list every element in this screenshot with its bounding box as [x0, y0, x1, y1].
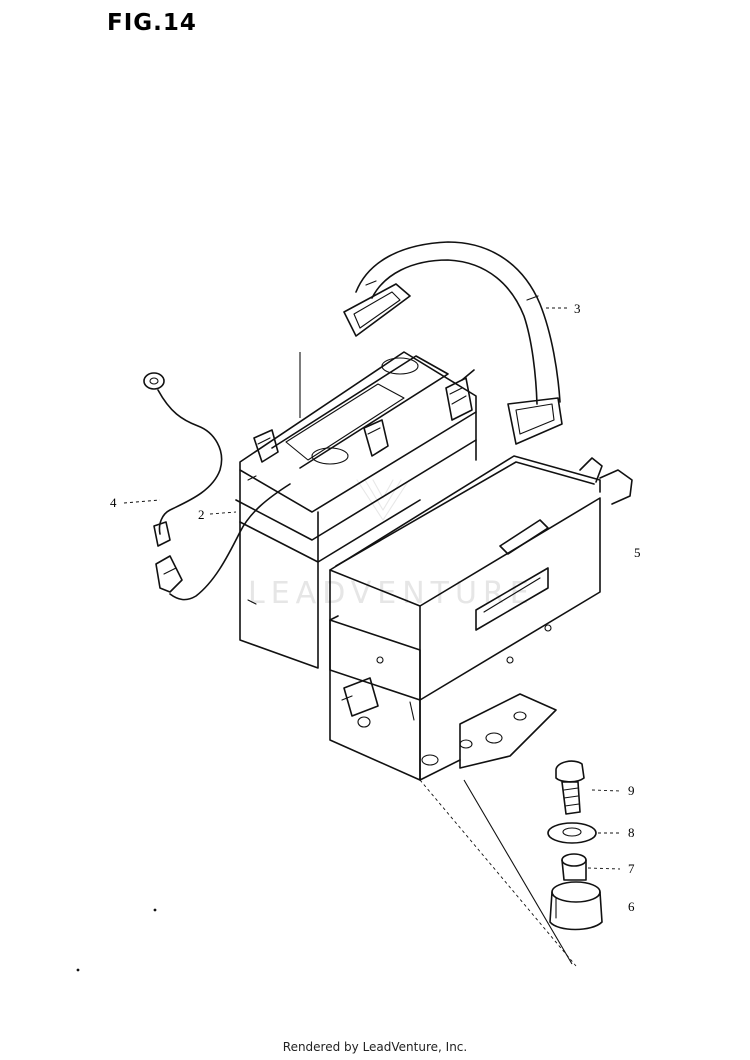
lead-wire [143, 372, 223, 547]
washer [547, 822, 597, 844]
callout-8: 8 [628, 825, 635, 840]
footer-credit: Rendered by LeadVenture, Inc. [282, 1040, 468, 1054]
callout-2: 2 [198, 507, 205, 522]
callout-9: 9 [628, 783, 635, 798]
figure-title: FIG.14 [107, 10, 197, 36]
battery-strap [343, 241, 563, 445]
battery [235, 351, 477, 669]
watermark-text: LEADVENTURE [248, 576, 535, 611]
bolt [555, 760, 585, 815]
stray-mark [153, 908, 157, 912]
callout-7: 7 [628, 861, 635, 876]
callout-3: 3 [574, 301, 581, 316]
terminal-center [363, 419, 389, 457]
vent-tube [155, 483, 291, 601]
callout-5: 5 [634, 545, 641, 560]
cushion [549, 881, 603, 931]
callouts: 3 4 2 5 9 8 7 6 [110, 301, 641, 914]
callout-6: 6 [628, 899, 635, 914]
callout-4: 4 [110, 495, 117, 510]
battery-case [329, 455, 633, 967]
watermark: LEADVENTURE [248, 479, 535, 611]
terminal-negative [253, 429, 279, 463]
stray-mark [76, 968, 80, 972]
collar [561, 853, 587, 881]
terminal-positive [445, 377, 473, 421]
